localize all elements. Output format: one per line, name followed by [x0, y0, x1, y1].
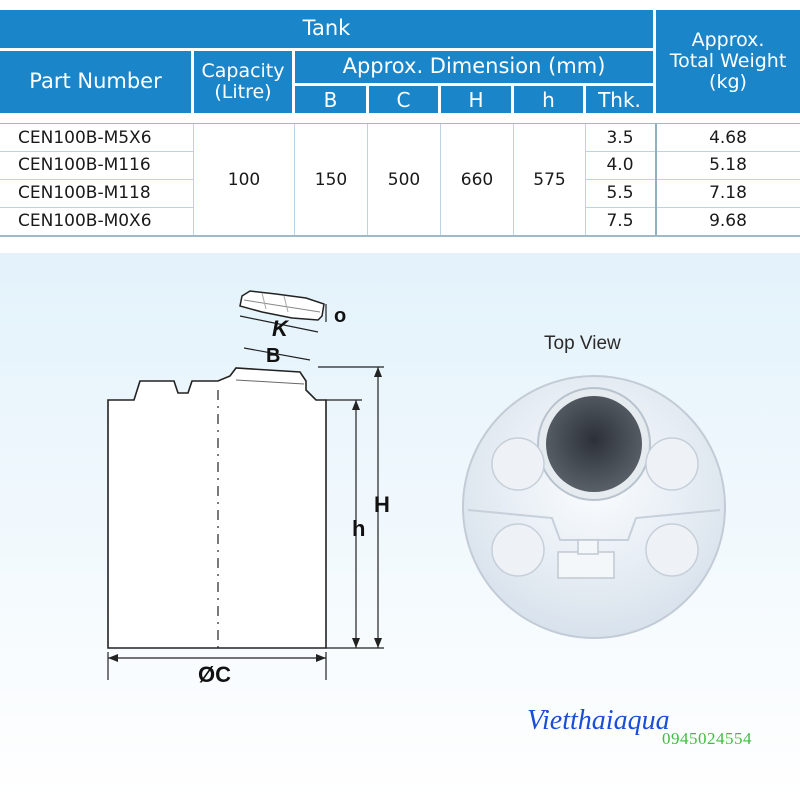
boss-bottom-right	[645, 523, 699, 577]
c-value: 500	[368, 124, 440, 235]
col-divider	[367, 124, 368, 235]
phone-watermark: 0945024554	[662, 729, 752, 748]
h-dimension	[326, 399, 362, 648]
boss-bottom-left	[491, 523, 545, 577]
b-value: 150	[295, 124, 367, 235]
label-H: H	[374, 492, 390, 517]
tank-side-view: K o B H h ØC	[107, 290, 390, 687]
header-tank: Tank	[0, 10, 653, 48]
row-divider	[0, 207, 193, 208]
header-dimension: Approx. Dimension (mm)	[295, 51, 653, 83]
weight-line2: Total Weight	[669, 50, 787, 73]
weight-line1: Approx.	[691, 29, 765, 52]
header-col-thk: Thk.	[586, 86, 653, 113]
row-1-weight: 4.68	[656, 124, 800, 151]
label-h: h	[352, 516, 365, 541]
row-divider	[586, 207, 800, 208]
b-dimension-line	[243, 347, 311, 361]
row-4-weight: 9.68	[656, 207, 800, 235]
col-divider	[655, 124, 657, 235]
row-4-part: CEN100B-M0X6	[0, 207, 193, 235]
capacity-value: 100	[194, 124, 294, 235]
row-2-weight: 5.18	[656, 151, 800, 179]
row-divider	[0, 151, 193, 152]
c-dimension	[107, 652, 327, 680]
header-col-c: C	[369, 86, 438, 113]
row-3-weight: 7.18	[656, 179, 800, 207]
row-3-thk: 5.5	[586, 179, 654, 207]
row-2-thk: 4.0	[586, 151, 654, 179]
row-4-thk: 7.5	[586, 207, 654, 235]
outlet-neck	[577, 539, 599, 555]
H-value: 660	[441, 124, 513, 235]
tank-body	[107, 367, 327, 649]
row-divider	[586, 151, 800, 152]
col-divider	[294, 124, 295, 235]
row-1-part: CEN100B-M5X6	[0, 124, 193, 151]
header-col-b: B	[295, 86, 366, 113]
header-part-number: Part Number	[0, 51, 191, 113]
capacity-line1: Capacity	[201, 60, 285, 83]
boss-top-right	[645, 437, 699, 491]
row-3-part: CEN100B-M118	[0, 179, 193, 207]
row-divider	[586, 179, 800, 180]
h-value: 575	[514, 124, 585, 235]
header-capacity: Capacity (Litre)	[194, 51, 292, 113]
header-weight: Approx. Total Weight (kg)	[656, 10, 800, 113]
outlet-base	[557, 551, 615, 579]
label-o: o	[334, 305, 346, 327]
col-divider	[440, 124, 441, 235]
row-divider	[0, 179, 193, 180]
header-col-H: H	[441, 86, 511, 113]
table-bottom-rule	[0, 235, 800, 237]
col-divider	[193, 124, 194, 235]
H-dimension	[318, 366, 384, 648]
table-top-rule	[0, 123, 800, 124]
col-divider	[513, 124, 514, 235]
capacity-line2: (Litre)	[214, 81, 272, 103]
top-view-label: Top View	[544, 333, 621, 354]
k-dimension-line	[239, 315, 319, 333]
label-k: K	[272, 316, 290, 341]
boss-top-left	[491, 437, 545, 491]
label-b: B	[266, 345, 280, 367]
row-2-part: CEN100B-M116	[0, 151, 193, 179]
row-1-thk: 3.5	[586, 124, 654, 151]
label-c: ØC	[198, 662, 231, 687]
col-divider	[585, 124, 586, 235]
lid-drawing	[239, 290, 325, 321]
weight-line3: (kg)	[709, 70, 747, 93]
tank-top-view	[462, 375, 726, 639]
header-col-h: h	[514, 86, 583, 113]
brand-watermark: Vietthaiaqua	[527, 705, 670, 736]
